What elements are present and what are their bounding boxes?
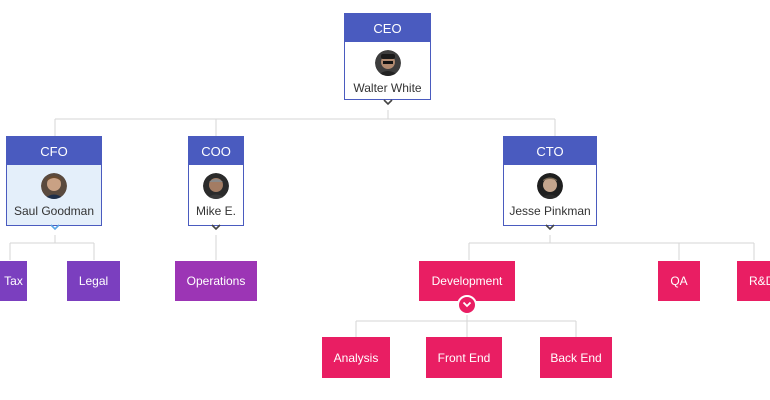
team-back-end[interactable]: Back End	[540, 337, 612, 378]
chevron-down-icon[interactable]	[457, 295, 477, 315]
coo-name: Mike E.	[195, 204, 236, 218]
cto-name: Jesse Pinkman	[509, 204, 591, 218]
coo-title: COO	[189, 137, 243, 165]
dept-qa[interactable]: QA	[658, 261, 700, 301]
avatar	[374, 50, 401, 76]
ceo-card[interactable]: CEO Walter White	[344, 13, 431, 100]
cto-title: CTO	[504, 137, 596, 165]
avatar	[41, 173, 67, 199]
cto-card[interactable]: CTO Jesse Pinkman	[503, 136, 597, 226]
ceo-title: CEO	[345, 14, 430, 42]
dept-development[interactable]: Development	[419, 261, 515, 301]
chevron-down-icon[interactable]	[209, 222, 223, 232]
coo-card[interactable]: COO Mike E.	[188, 136, 244, 226]
ceo-name: Walter White	[353, 81, 422, 95]
dept-legal[interactable]: Legal	[67, 261, 120, 301]
chevron-down-icon[interactable]	[381, 97, 395, 107]
cfo-title: CFO	[7, 137, 101, 165]
dept-rd[interactable]: R&D	[737, 261, 770, 301]
cfo-name: Saul Goodman	[13, 204, 95, 218]
avatar	[203, 173, 229, 199]
chevron-down-icon[interactable]	[48, 222, 62, 232]
team-analysis[interactable]: Analysis	[322, 337, 390, 378]
team-front-end[interactable]: Front End	[426, 337, 502, 378]
cfo-card[interactable]: CFO Saul Goodman	[6, 136, 102, 226]
dept-tax[interactable]: Tax	[0, 261, 27, 301]
chevron-down-icon[interactable]	[543, 222, 557, 232]
dept-operations[interactable]: Operations	[175, 261, 257, 301]
avatar	[537, 173, 563, 199]
